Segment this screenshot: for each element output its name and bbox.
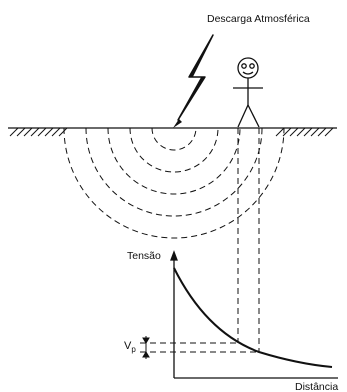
x-axis-label: Distância bbox=[295, 381, 338, 392]
graph-axes bbox=[170, 250, 338, 379]
ground-hatching-right bbox=[275, 127, 334, 137]
y-axis-label: Tensão bbox=[127, 250, 161, 262]
equipotential-arcs bbox=[63, 127, 285, 239]
projection-lines bbox=[237, 128, 260, 352]
ground-hatching-left bbox=[9, 127, 68, 137]
lightning-bolt-icon bbox=[173, 34, 214, 128]
diagram-title: Descarga Atmosférica bbox=[207, 13, 310, 25]
vp-label-subscript: p bbox=[131, 345, 136, 354]
voltage-curve bbox=[173, 267, 333, 368]
vp-reference-lines bbox=[140, 342, 259, 353]
vp-label: Vp bbox=[124, 340, 136, 354]
person-icon bbox=[233, 57, 263, 128]
vp-bracket bbox=[142, 336, 150, 359]
vp-label-main: V bbox=[124, 340, 132, 352]
